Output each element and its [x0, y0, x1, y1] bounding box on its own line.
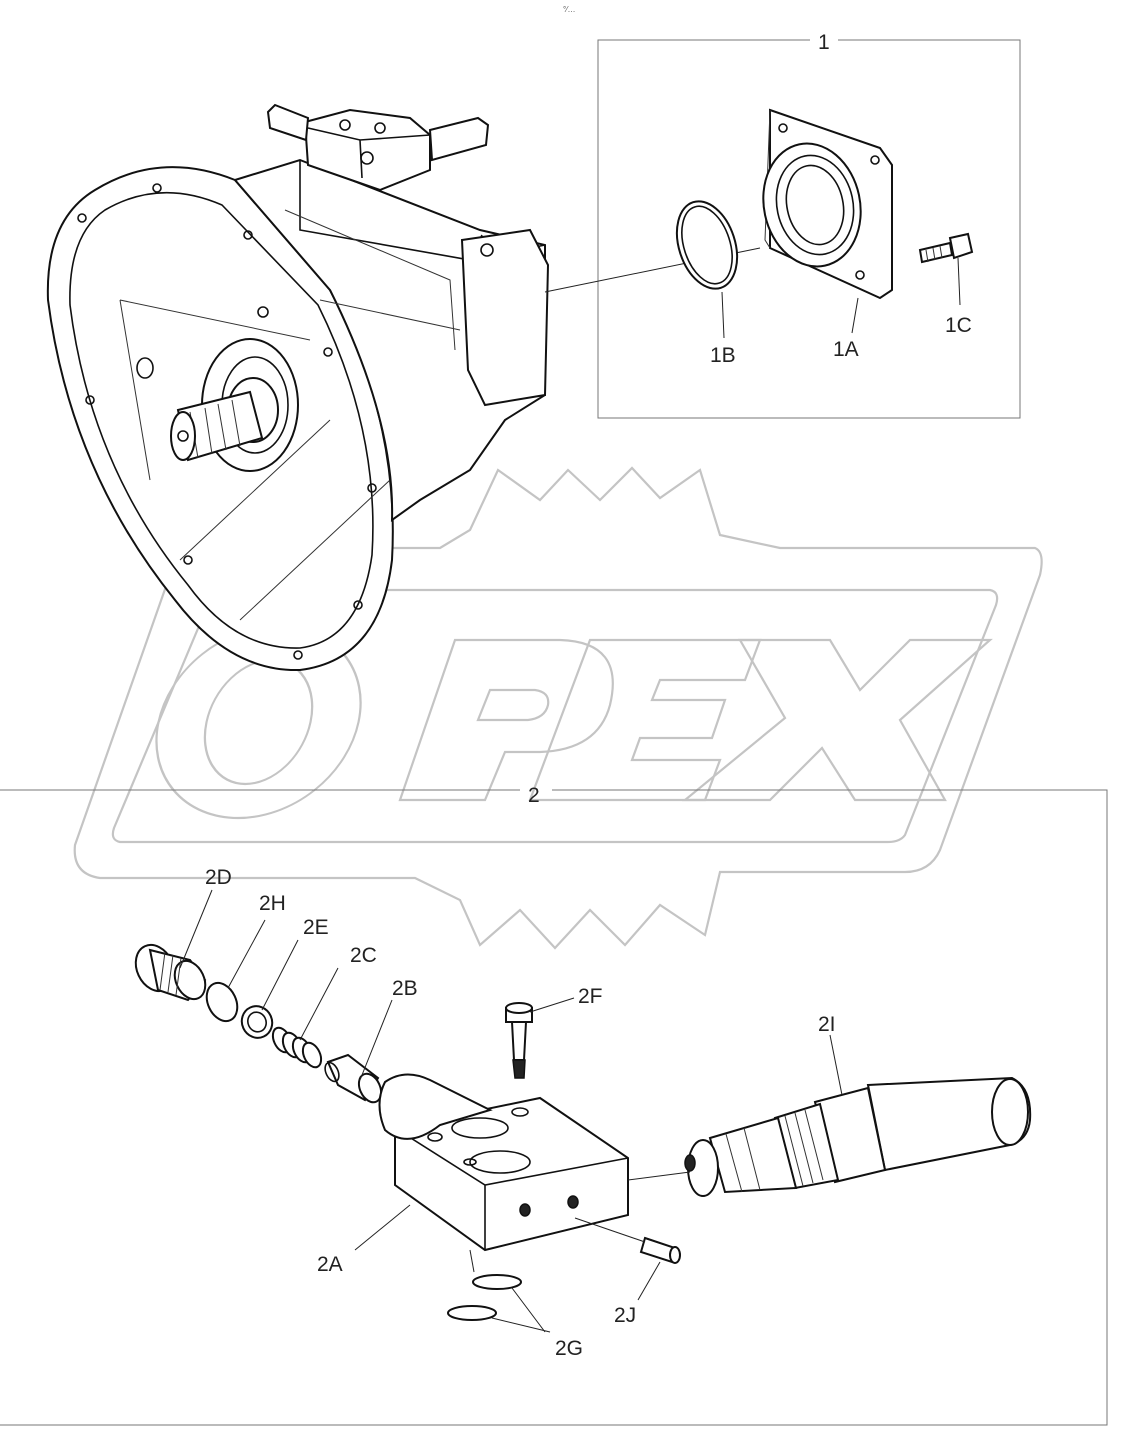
part-1C-cap-screw	[918, 232, 974, 264]
part-1A-flange-cover	[762, 108, 893, 300]
callout-2H: 2H	[259, 892, 286, 915]
callout-2J: 2J	[614, 1304, 636, 1327]
leader-1A	[851, 297, 859, 334]
part-2E-washer	[240, 1005, 274, 1039]
part-2C-spring	[271, 1026, 323, 1069]
watermark-letter-x	[681, 638, 993, 802]
callout-2G: 2G	[555, 1337, 583, 1360]
group-2-frame: 2	[0, 784, 1108, 1426]
callout-2C: 2C	[350, 944, 377, 967]
part-2G-o-ring-lower	[447, 1305, 497, 1321]
group-1-frame: 1	[597, 31, 1021, 419]
part-2J-pin	[639, 1236, 681, 1264]
callout-1C: 1C	[945, 314, 972, 337]
header-mark: °⁄…	[563, 5, 576, 14]
part-2F-cap-screw	[505, 1002, 533, 1079]
callout-2D: 2D	[205, 866, 232, 889]
watermark-letter-p	[398, 638, 614, 802]
callout-2I: 2I	[818, 1013, 836, 1036]
part-2H-o-ring	[205, 981, 239, 1023]
callout-1A: 1A	[833, 338, 859, 361]
part-2A-valve-block	[378, 1073, 629, 1252]
part-1B-o-ring	[675, 200, 739, 290]
callout-2F: 2F	[578, 985, 603, 1008]
part-2I-relief-valve	[684, 1076, 1032, 1197]
part-2B-poppet	[324, 1053, 383, 1104]
flange-bolt-holes	[77, 183, 377, 660]
part-2D-plug	[134, 943, 207, 1002]
callout-2E: 2E	[303, 916, 329, 939]
leader-1B	[721, 291, 725, 339]
group-1-label: 1	[818, 31, 830, 54]
watermark-letter-o-inner	[203, 658, 314, 786]
group-2-leaders	[179, 889, 843, 1333]
leader-1C	[957, 257, 961, 306]
callout-2A: 2A	[317, 1253, 343, 1276]
callout-1B: 1B	[710, 344, 736, 367]
part-2G-o-ring-upper	[472, 1274, 522, 1290]
callout-2B: 2B	[392, 977, 418, 1000]
hydraulic-pump-housing	[46, 103, 550, 672]
watermark-letter-e	[528, 638, 762, 802]
group-2-label: 2	[528, 784, 540, 807]
